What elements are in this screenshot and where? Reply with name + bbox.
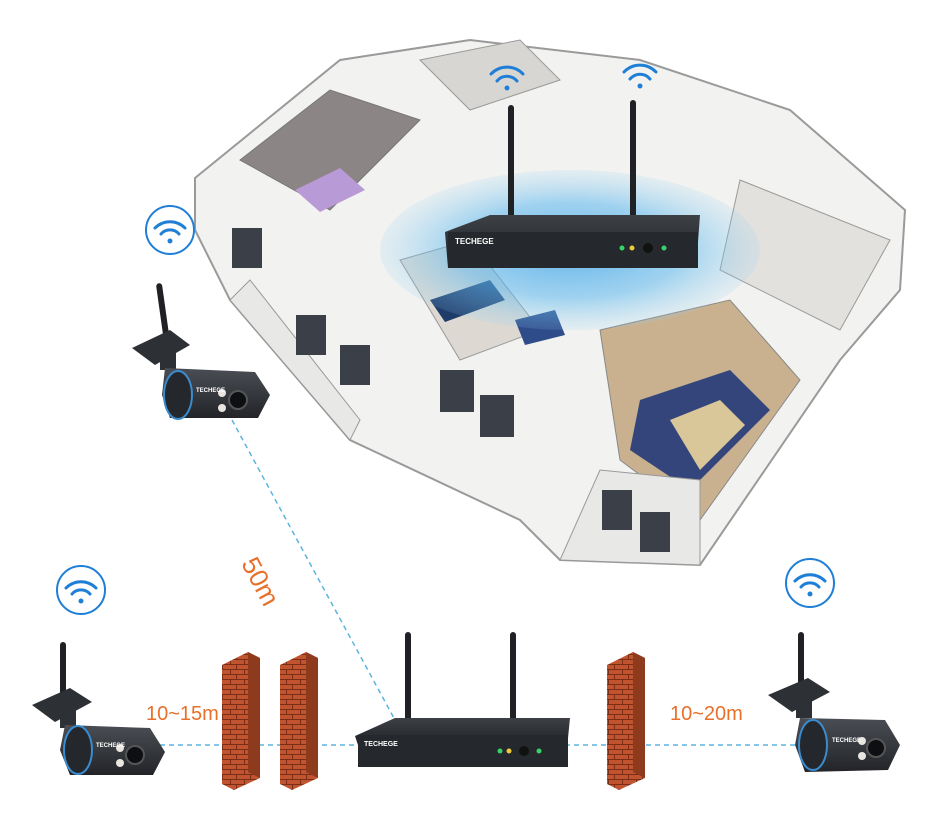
- status-led: [536, 748, 542, 754]
- antenna: [60, 642, 66, 702]
- wifi-icon: [56, 565, 106, 615]
- status-led: [629, 245, 635, 251]
- wifi-icon: [489, 65, 525, 91]
- antenna: [405, 632, 411, 724]
- status-led: [661, 245, 667, 251]
- wifi-icon: [145, 205, 195, 255]
- antenna: [798, 632, 804, 692]
- brick-wall-icon: [280, 652, 318, 790]
- camera-lens: [866, 738, 886, 758]
- brick-wall-icon: [607, 652, 645, 790]
- brand-logo: TECHEGE: [96, 743, 125, 749]
- bullet-camera-top: TECHEGE: [132, 283, 270, 420]
- status-led: [497, 748, 503, 754]
- brand-logo: TECHEGE: [832, 738, 861, 744]
- brand-logo: TECHEGE: [364, 741, 398, 748]
- distance-label-right: 10~20m: [670, 703, 743, 725]
- nvr-device-bottom: TECHEGE: [355, 632, 570, 767]
- brand-logo: TECHEGE: [455, 237, 494, 246]
- antenna: [630, 100, 636, 235]
- nvr-device-house: TECHEGE: [445, 100, 700, 268]
- camera-lens: [125, 745, 145, 765]
- wifi-icon: [622, 63, 658, 89]
- antenna: [508, 105, 514, 235]
- brick-wall-icon: [222, 652, 260, 790]
- power-button: [519, 746, 529, 756]
- wifi-icon: [785, 558, 835, 608]
- status-led: [506, 748, 512, 754]
- brand-logo: TECHEGE: [196, 388, 225, 394]
- bullet-camera-left: TECHEGE: [32, 642, 165, 775]
- distance-label-left: 10~15m: [146, 703, 219, 725]
- antenna: [510, 632, 516, 724]
- antenna: [156, 283, 170, 343]
- power-button: [643, 243, 653, 253]
- camera-lens: [228, 390, 248, 410]
- connection-line-top: [231, 419, 396, 721]
- status-led: [619, 245, 625, 251]
- bullet-camera-right: TECHEGE: [768, 632, 900, 772]
